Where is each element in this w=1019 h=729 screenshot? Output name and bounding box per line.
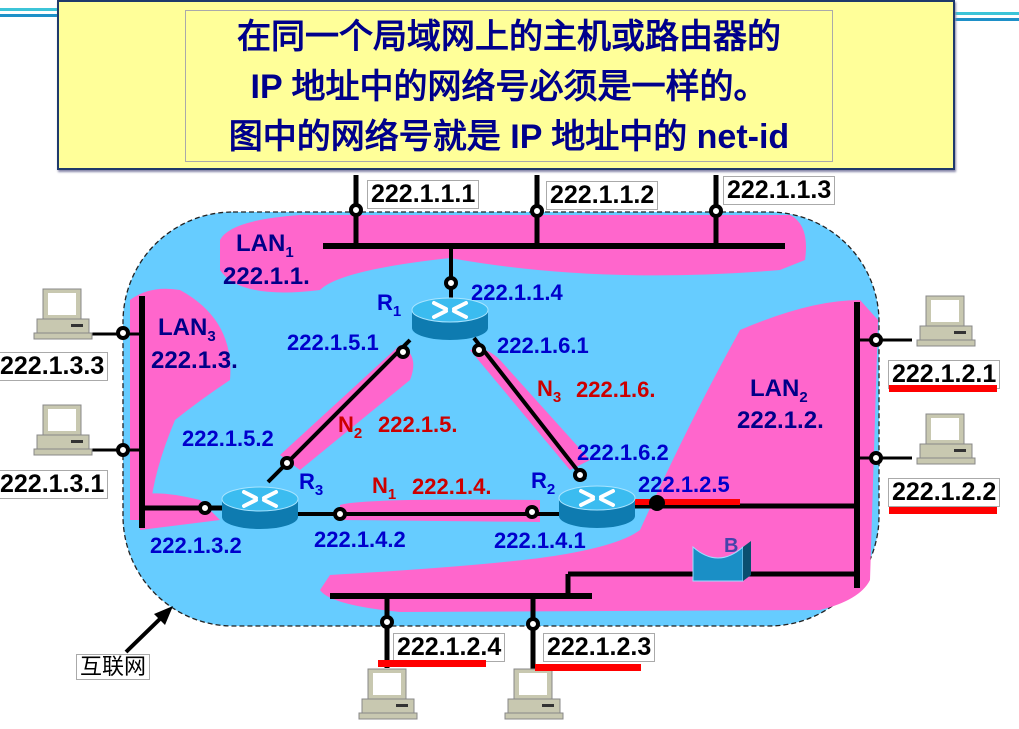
callout-line-2: IP 地址中的网络号必须是一样的。 xyxy=(250,68,768,106)
bridge-label: B xyxy=(724,535,739,557)
bridge-icon xyxy=(692,541,751,582)
network-prefix-n2: 222.1.5. xyxy=(378,412,458,437)
computer-icon xyxy=(33,404,93,456)
computer-icon xyxy=(504,668,564,720)
host-address-label: 222.1.1.2 xyxy=(546,181,659,210)
router-r3-icon xyxy=(220,485,300,531)
slide-accent-line-left xyxy=(0,8,60,11)
interface-address: 222.1.6.2 xyxy=(577,440,669,465)
interface-node-filled xyxy=(649,495,665,511)
interface-address: 222.1.4.2 xyxy=(314,527,406,552)
host-address-label: 222.1.3.3 xyxy=(0,352,109,381)
interface-address: 222.1.6.1 xyxy=(497,333,589,358)
interface-address: 222.1.1.4 xyxy=(471,280,563,305)
slide-accent-line-left xyxy=(0,14,60,17)
computer-icon xyxy=(916,413,976,465)
cloud-pointer-arrow xyxy=(124,606,173,654)
interface-address: 222.1.4.1 xyxy=(494,528,586,553)
network-label-n3: N3 xyxy=(537,376,562,406)
host-address-label: 222.1.1.3 xyxy=(723,176,836,205)
network-prefix-n3: 222.1.6. xyxy=(576,377,656,402)
network-prefix-lan1: 222.1.1. xyxy=(223,263,310,290)
interface-nodes xyxy=(116,203,883,631)
internet-label: 互联网 xyxy=(76,654,151,680)
host-address-label: 222.1.3.1 xyxy=(0,470,109,499)
host-address-label: 222.1.2.3 xyxy=(543,633,656,662)
host-address-label: 222.1.2.4 xyxy=(393,633,506,662)
interface-address: 222.1.5.2 xyxy=(182,426,274,451)
callout-text-frame: 在同一个局域网上的主机或路由器的 IP 地址中的网络号必须是一样的。 图中的网络… xyxy=(185,10,833,162)
network-highlights xyxy=(130,215,878,612)
network-prefix-lan2: 222.1.2. xyxy=(737,407,824,434)
interface-address: 222.1.2.5 xyxy=(638,472,730,497)
network-label-n2: N2 xyxy=(338,412,363,442)
network-label-lan2: LAN2 xyxy=(750,375,808,406)
network-prefix-lan3: 222.1.3. xyxy=(151,347,238,374)
highlight-bar xyxy=(378,660,486,667)
interface-address: 222.1.3.2 xyxy=(150,533,242,558)
callout-line-1: 在同一个局域网上的主机或路由器的 xyxy=(237,18,781,56)
host-address-label: 222.1.2.1 xyxy=(888,360,1001,389)
highlight-bar xyxy=(535,664,641,671)
computer-icon xyxy=(358,668,418,720)
network-prefix-n1: 222.1.4. xyxy=(412,474,492,499)
host-address-label: 222.1.1.1 xyxy=(367,180,480,209)
highlight-bar xyxy=(889,385,997,392)
highlight-bar xyxy=(628,499,740,505)
slide-accent-line-right xyxy=(955,12,1019,15)
router-r2-icon xyxy=(557,484,637,530)
host-address-label: 222.1.2.2 xyxy=(888,478,1001,507)
explanation-callout: 在同一个局域网上的主机或路由器的 IP 地址中的网络号必须是一样的。 图中的网络… xyxy=(57,0,955,170)
router-label-r3: R3 xyxy=(299,469,324,499)
router-label-r1: R1 xyxy=(377,290,402,320)
network-label-lan3: LAN3 xyxy=(158,314,216,345)
network-label-lan1: LAN1 xyxy=(236,230,294,261)
slide-accent-line-right xyxy=(955,18,1019,21)
highlight-bar xyxy=(889,507,997,514)
network-label-n1: N1 xyxy=(372,473,397,503)
callout-line-3: 图中的网络号就是 IP 地址中的 net-id xyxy=(228,118,790,156)
router-label-r2: R2 xyxy=(531,468,556,498)
interface-address: 222.1.5.1 xyxy=(287,330,379,355)
computer-icon xyxy=(33,288,93,340)
computer-icon xyxy=(916,295,976,347)
